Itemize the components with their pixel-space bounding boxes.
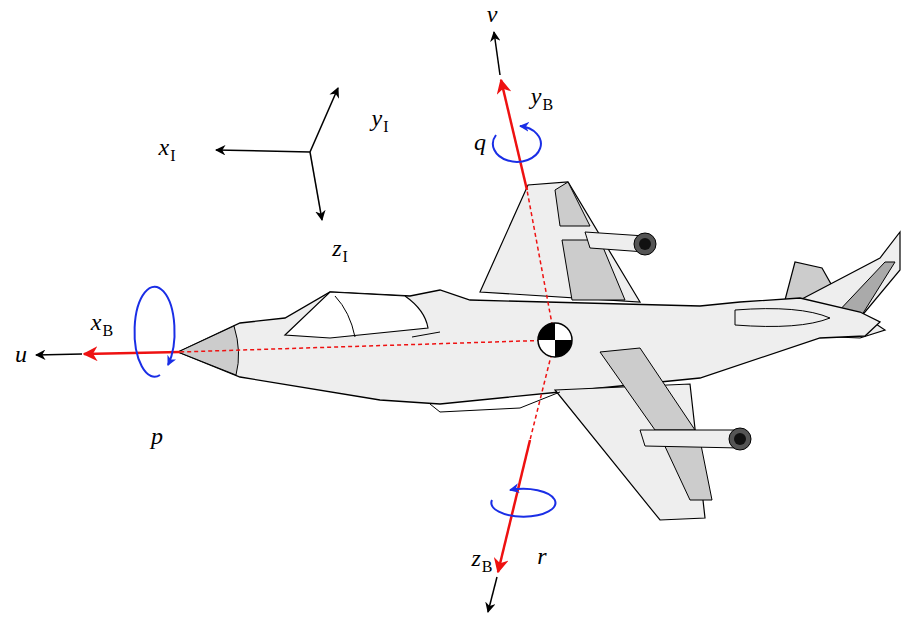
cg-symbol bbox=[538, 323, 572, 357]
body-axes bbox=[84, 80, 530, 572]
axis-label: zB bbox=[471, 546, 492, 570]
velocity-label: v bbox=[487, 2, 498, 26]
rate-label: p bbox=[151, 424, 163, 448]
inertial-frame bbox=[216, 88, 338, 220]
velocity-label: u bbox=[15, 342, 27, 366]
axis-label: yB bbox=[531, 84, 553, 108]
rate-label: q bbox=[474, 130, 486, 154]
rate-label: r bbox=[537, 544, 546, 568]
axis-label: zI bbox=[332, 236, 348, 260]
rotation-arrows bbox=[135, 126, 556, 517]
velocity-arrows bbox=[36, 32, 500, 612]
axis-label: yI bbox=[372, 106, 389, 130]
axis-label: xB bbox=[91, 310, 113, 334]
axis-label: xI bbox=[159, 135, 176, 159]
